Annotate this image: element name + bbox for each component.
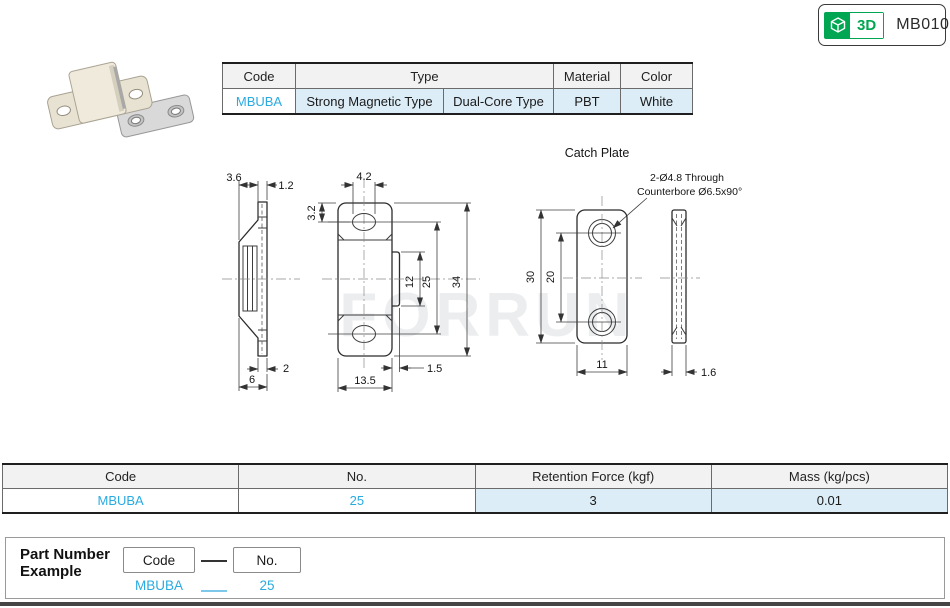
dim-plate-11: 11 xyxy=(596,359,607,371)
order-col-code: Code xyxy=(1,463,240,489)
part-number-example-box: Part Number Example Code No. MBUBA 25 xyxy=(5,537,945,599)
header-part-box: 3D MB010 xyxy=(818,4,950,46)
dim-front-3-2: 3.2 xyxy=(306,205,318,220)
order-table: Code No. Retention Force (kgf) Mass (kg/… xyxy=(1,463,949,514)
dim-side-1-2: 1.2 xyxy=(278,180,293,192)
spec-col-color: Color xyxy=(620,62,693,89)
dim-front-25: 25 xyxy=(421,276,433,288)
dim-front-12: 12 xyxy=(404,276,416,288)
pn-title-line2: Example xyxy=(20,563,82,580)
badge-3d-label: 3D xyxy=(850,12,884,38)
order-col-mass: Mass (kg/pcs) xyxy=(710,463,949,489)
part-number-example-title: Part Number Example xyxy=(20,546,110,580)
spec-material: PBT xyxy=(553,88,621,115)
catch-plate-photo xyxy=(116,94,195,138)
catch-plate-view: Catch Plate 2-Ø4.8 Through Counterbore Ø… xyxy=(525,146,742,379)
order-code-value[interactable]: MBUBA xyxy=(1,488,240,514)
order-col-no: No. xyxy=(238,463,476,489)
spec-header-row: Code Type Material Color xyxy=(222,62,693,89)
order-header-row: Code No. Retention Force (kgf) Mass (kg/… xyxy=(1,463,949,489)
spec-data-row: MBUBA Strong Magnetic Type Dual-Core Typ… xyxy=(222,88,693,115)
bottom-divider-bar xyxy=(0,602,950,606)
order-data-row: MBUBA 25 3 0.01 xyxy=(1,488,949,514)
spec-type-b: Dual-Core Type xyxy=(443,88,554,115)
pn-dash xyxy=(201,560,227,562)
spec-code-value[interactable]: MBUBA xyxy=(222,88,296,115)
pn-no-box: No. xyxy=(233,547,301,573)
front-view: 4.2 3.2 12 25 34 1.5 13.5 xyxy=(306,171,480,392)
dim-front-1-5: 1.5 xyxy=(427,363,442,375)
order-no-value[interactable]: 25 xyxy=(238,488,476,514)
spec-type-a: Strong Magnetic Type xyxy=(295,88,444,115)
side-view: 3.6 1.2 2 6 xyxy=(222,172,300,391)
spec-col-code: Code xyxy=(222,62,296,89)
technical-drawing: FORRUN 3.6 1.2 2 6 xyxy=(222,146,742,392)
pn-no-value: 25 xyxy=(259,578,275,593)
dim-side-3-6: 3.6 xyxy=(226,172,241,184)
dim-side-6: 6 xyxy=(249,374,255,386)
cube-3d-icon xyxy=(825,12,850,38)
dim-plate-1-6: 1.6 xyxy=(701,367,716,379)
annotation-line2: Counterbore Ø6.5x90° xyxy=(637,186,742,198)
order-col-retention: Retention Force (kgf) xyxy=(474,463,712,489)
pn-code-value: MBUBA xyxy=(134,578,183,593)
dim-plate-30: 30 xyxy=(525,271,537,283)
pn-title-line1: Part Number xyxy=(20,546,111,563)
dim-front-4-2: 4.2 xyxy=(356,171,371,183)
annotation-line1: 2-Ø4.8 Through xyxy=(650,172,724,184)
view-3d-badge[interactable]: 3D xyxy=(824,11,885,39)
spec-color: White xyxy=(620,88,693,115)
pn-code-box: Code xyxy=(123,547,195,573)
spec-col-type: Type xyxy=(295,62,554,89)
dim-plate-20: 20 xyxy=(545,271,557,283)
dim-front-34: 34 xyxy=(451,276,463,288)
catch-plate-title: Catch Plate xyxy=(565,146,630,160)
catch-body-photo xyxy=(47,61,153,130)
spec-table: Code Type Material Color MBUBA Strong Ma… xyxy=(222,62,693,115)
order-retention-value: 3 xyxy=(474,488,712,514)
dim-front-13-5: 13.5 xyxy=(354,375,375,387)
order-mass-value: 0.01 xyxy=(710,488,949,514)
product-photo xyxy=(47,61,195,138)
spec-col-material: Material xyxy=(553,62,621,89)
pn-value-dash xyxy=(201,590,227,592)
dim-side-2: 2 xyxy=(283,363,289,375)
page-part-code: MB010 xyxy=(896,16,950,33)
